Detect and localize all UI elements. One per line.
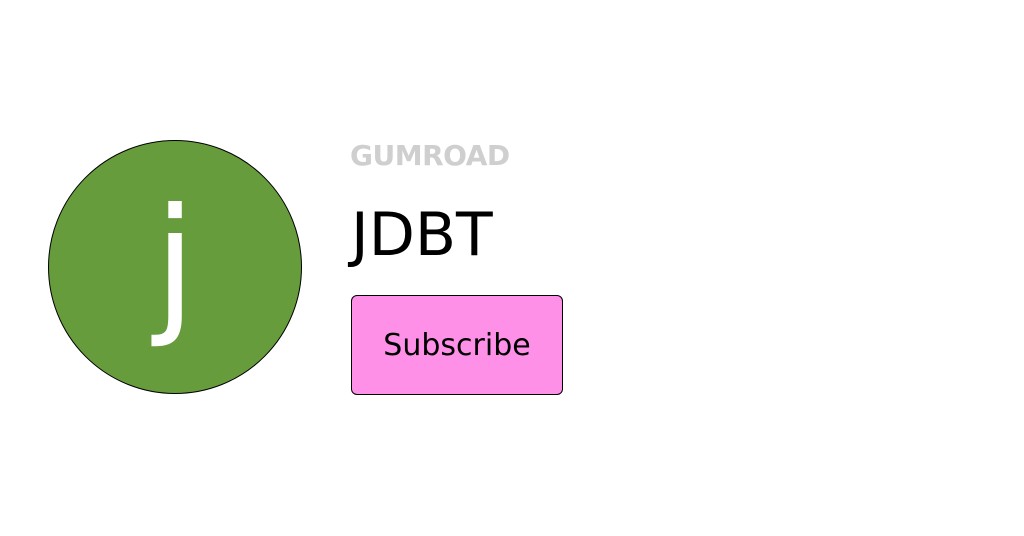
creator-name: JDBT [351,200,493,270]
subscribe-button[interactable]: Subscribe [351,295,563,395]
gumroad-logo: GUMROAD [350,139,510,172]
creator-avatar: j [48,140,302,394]
avatar-initial: j [154,177,196,351]
